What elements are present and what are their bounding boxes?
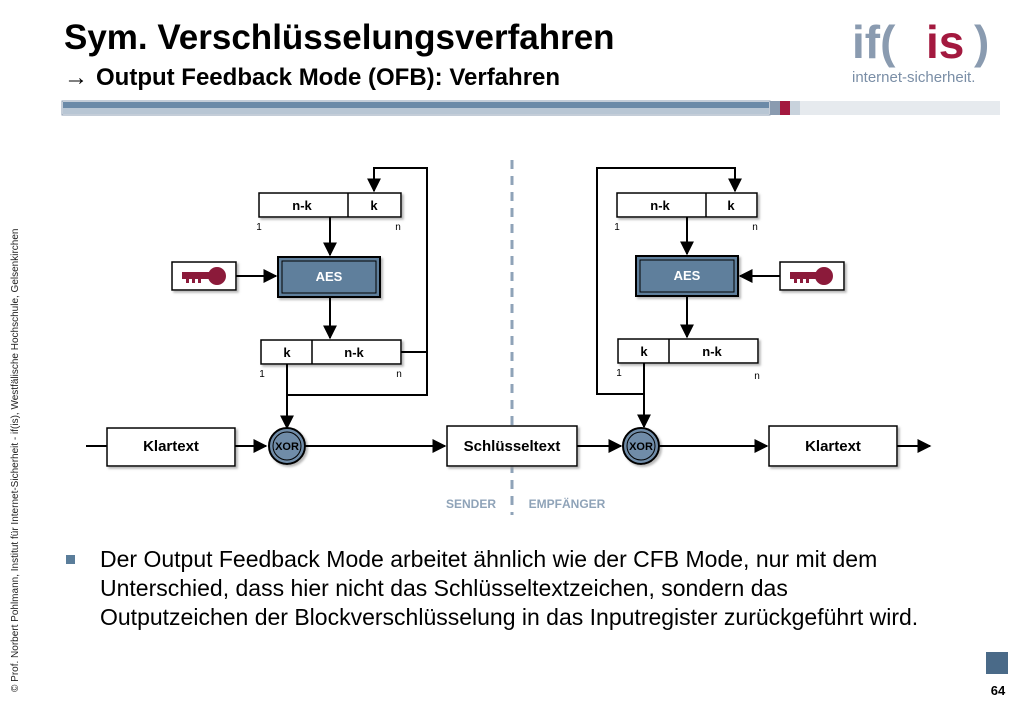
bullet-text: Der Output Feedback Mode arbeitet ähnlic… (100, 546, 919, 630)
sender-aes-label: AES (316, 269, 343, 284)
logo-tagline: internet-sicherheit. (852, 69, 975, 86)
receiver-reg-top-index-end: n (752, 222, 758, 233)
receiver-aes-block (635, 255, 739, 297)
sender-reg-top-right: k (370, 198, 378, 213)
receiver-reg-bottom-left: k (640, 344, 648, 359)
key-icon (790, 267, 833, 285)
sender-reg-bottom-right: n-k (344, 345, 364, 360)
sender-section: n-k k 1 n AES k n-k 1 n (86, 167, 496, 511)
sender-reg-top-left: n-k (292, 198, 312, 213)
arrow-right-icon: → (64, 64, 88, 91)
receiver-reg-bottom-index-start: 1 (616, 368, 622, 379)
receiver-register-bottom (617, 338, 759, 364)
receiver-plaintext-label: Klartext (805, 438, 861, 455)
slide-title: Sym. Verschlüsselungsverfahren (64, 18, 615, 57)
ciphertext-box (446, 425, 578, 467)
logo-mark-left: if( (852, 16, 896, 68)
sender-reg-top-index-end: n (395, 222, 401, 233)
subtitle-text: Output Feedback Mode (OFB): Verfahren (96, 64, 561, 91)
logo-mark-mid: is (926, 16, 964, 68)
sender-plaintext-label: Klartext (143, 438, 199, 455)
sender-register-bottom (260, 339, 402, 365)
receiver-register-top (616, 192, 758, 218)
receiver-label: EMPFÄNGER (529, 496, 606, 511)
receiver-xor-label: XOR (629, 441, 653, 453)
receiver-reg-top-left: n-k (650, 198, 670, 213)
receiver-plaintext-box (768, 425, 898, 467)
sender-reg-bottom-index-start: 1 (259, 369, 265, 380)
sender-xor-label: XOR (275, 441, 299, 453)
sender-label: SENDER (446, 497, 496, 511)
receiver-reg-top-right: k (727, 198, 735, 213)
key-icon (182, 267, 226, 285)
sender-reg-bottom-index-end: n (396, 369, 402, 380)
bullet-square-icon (66, 555, 75, 564)
header-bar (61, 100, 1000, 116)
slide-subtitle: → Output Feedback Mode (OFB): Verfahren (64, 64, 560, 92)
receiver-aes-label: AES (674, 268, 701, 283)
logo-mark-right: ) (974, 16, 989, 68)
if-is-logo: if( is ) internet-sicherheit. (852, 16, 989, 86)
receiver-reg-bottom-index-end: n (754, 371, 760, 382)
receiver-feedback-line (596, 167, 742, 395)
bullet-list: Der Output Feedback Mode arbeitet ähnlic… (66, 545, 926, 632)
sender-reg-bottom-left: k (283, 345, 291, 360)
sender-reg-top-index-start: 1 (256, 222, 262, 233)
receiver-section: n-k k 1 n AES k n-k 1 n XOR Kla (529, 167, 932, 511)
sender-feedback-line (367, 167, 428, 353)
sender-aes-block (277, 256, 381, 298)
sender-plaintext-box (106, 427, 236, 467)
page-marker (986, 652, 1008, 674)
page-number: 64 (990, 683, 1006, 698)
receiver-reg-top-index-start: 1 (614, 222, 620, 233)
receiver-reg-bottom-right: n-k (702, 344, 722, 359)
ciphertext-label: Schlüsseltext (464, 438, 561, 455)
sender-register-top (258, 192, 402, 218)
